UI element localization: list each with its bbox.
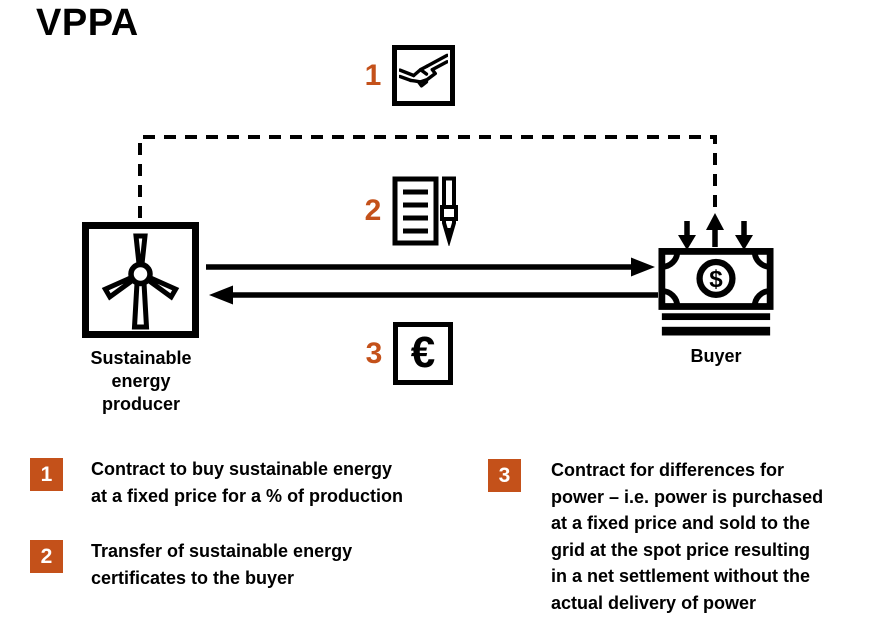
legend-1-number: 1 (30, 458, 63, 491)
legend-3-number: 3 (488, 459, 521, 492)
money-stack-icon: $ (658, 246, 774, 338)
producer-label: Sustainable energy producer (90, 348, 192, 414)
step-1-number: 1 (364, 58, 382, 92)
buyer-label: Buyer (690, 346, 742, 366)
legend-2-number: 2 (30, 540, 63, 573)
legend-item-2: 2 Transfer of sustainable energy certifi… (30, 538, 486, 591)
step-2-number: 2 (364, 194, 382, 227)
legend-3-text: Contract for differences for power – i.e… (551, 460, 824, 613)
wind-turbine-icon (82, 222, 199, 338)
step-3: 3 € (365, 322, 453, 385)
legend-1-text: Contract to buy sustainable energy at a … (91, 459, 404, 506)
step-3-number: 3 (365, 336, 383, 370)
legend-2-text: Transfer of sustainable energy certifica… (91, 541, 353, 588)
dollar-symbol: $ (709, 266, 723, 293)
handshake-icon (392, 45, 455, 106)
euro-icon: € (393, 322, 453, 385)
step-1: 1 (364, 45, 455, 106)
step-2: 2 (364, 176, 458, 248)
page-title: VPPA (36, 2, 139, 44)
arrow-producer-to-buyer (206, 257, 655, 277)
arrow-buyer-to-producer (209, 285, 658, 305)
euro-symbol: € (410, 327, 436, 377)
contract-pen-icon (392, 176, 458, 248)
buyer-flow-arrows (678, 213, 753, 250)
legend-item-1: 1 Contract to buy sustainable energy at … (30, 456, 486, 509)
legend-item-3: 3 Contract for differences for power – i… (488, 457, 885, 616)
